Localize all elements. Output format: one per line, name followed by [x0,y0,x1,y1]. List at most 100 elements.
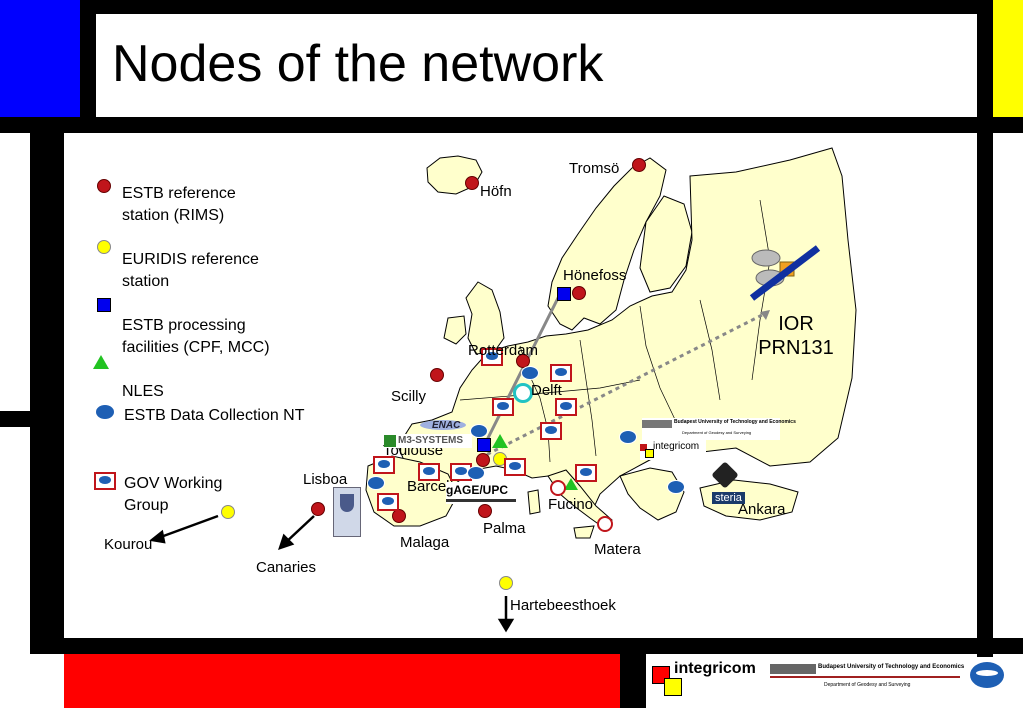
turkey-shape [699,479,799,521]
rims-marker-tromso [632,158,646,172]
label-tromso: Tromsö [569,160,620,177]
estb-globe-swoosh [976,670,998,676]
gov-estb-marker [555,398,577,416]
label-lisboa: Lisboa [303,471,348,488]
blue-block [0,0,80,117]
integricom-yellow-square [664,678,682,696]
label-palma: Palma [483,520,526,537]
legend-euridis-label: EURIDIS reference station [122,251,259,290]
satellite-icon [749,245,821,301]
frame-bottom-bar [30,638,1023,654]
integricom-logo: integricom [652,660,764,700]
frame-bottom-divider [620,654,646,708]
estb-logo-icon [423,467,435,475]
estb-marker [467,466,485,480]
euridis-marker-hartebeesthoek [499,576,513,590]
estb-marker [619,430,637,444]
m3-mark-icon [384,435,396,447]
bute-underline [770,676,960,678]
legend-gov-symbol [94,472,116,490]
gov-estb-marker [504,458,526,476]
nles-marker-toulouse [492,434,508,448]
enac-swoosh-icon [420,420,466,430]
finland-shape [639,195,693,293]
label-hofn: Höfn [480,183,512,200]
lisboa-univ-logo [333,487,361,537]
rims-marker-palma [478,504,492,518]
gov-estb-marker [481,348,503,366]
estb-logo-icon [455,467,467,475]
no-entry-icon [550,480,566,496]
kourou-arrow [157,514,219,540]
estb-logo-icon [560,402,572,410]
integricom-logo-map: integricom [640,440,706,460]
estb-logo-icon [486,352,498,360]
yellow-block [993,0,1023,117]
gage-underline [446,499,516,502]
gov-estb-marker [373,456,395,474]
estb-logo-icon [382,497,394,505]
m3-systems-logo: M3-SYSTEMS [384,434,472,448]
estb-logo-icon [580,468,592,476]
steria-cube-icon [711,461,739,489]
satellite-name: IOR [778,313,814,335]
rims-marker-hofn [465,176,479,190]
legend-rims-symbol [97,179,111,193]
building-icon [770,664,816,674]
label-scilly: Scilly [391,388,427,405]
shield-icon [340,494,354,512]
estb-logo-icon [555,368,567,376]
slide-title: Nodes of the network [112,35,604,93]
processing-marker-honefoss [557,287,571,301]
no-entry-icon [597,516,613,532]
steria-logo: steria [706,461,760,508]
sardinia-shape [527,489,541,515]
frame-title-left [80,0,96,130]
legend-euridis-symbol [97,240,111,254]
gov-estb-marker [492,398,514,416]
gov-estb-marker [540,422,562,440]
label-matera: Matera [594,541,641,558]
label-fucino: Fucino [548,496,594,513]
rims-marker-honefoss [572,286,586,300]
estb-marker [513,383,533,403]
rims-marker-scilly [430,368,444,382]
label-hartebeesthoek: Hartebeesthoek [510,597,616,614]
estb-marker [667,480,685,494]
estb-logo-icon [99,476,111,484]
gov-estb-marker [575,464,597,482]
sicily-shape [573,525,595,539]
estb-logo-icon [497,402,509,410]
legend-gov-label: GOV Working Group [124,475,223,514]
label-canaries: Canaries [256,559,317,576]
label-malaga: Malaga [400,534,450,551]
integricom-yellow-square [645,449,654,458]
label-rotterdam: Rotterdam [468,342,539,359]
legend-nles-label: NLES [122,383,164,400]
integricom-red-square [640,444,647,451]
bute-logo-map: Budapest University of Technology and Ec… [642,418,796,440]
legend-nles-symbol [93,355,109,369]
rims-marker-malaga [392,509,406,523]
satellite-prn: PRN131 [758,337,834,359]
ior-uplink-line [479,310,769,460]
label-kourou: Kourou [104,536,153,553]
frame-top [80,0,993,14]
estb-logo-icon [545,426,557,434]
estb-marker [521,366,539,380]
label-ankara: Ankara [738,501,786,518]
gov-estb-marker [418,463,440,481]
estb-marker [367,476,385,490]
gov-estb-marker [377,493,399,511]
legend-estb-icon [96,405,114,419]
gov-estb-marker [550,364,572,382]
balkans-shape [619,467,685,521]
label-honefoss: Hönefoss [563,267,627,284]
nles-marker-fucino [564,478,578,490]
estb-logo [968,660,1006,696]
frame-title-bottom [0,117,1023,133]
rims-marker-toulouse [476,453,490,467]
enac-logo: ENAC [420,416,466,436]
legend-rims-label: ESTB reference station (RIMS) [122,185,236,224]
building-icon [642,420,672,428]
